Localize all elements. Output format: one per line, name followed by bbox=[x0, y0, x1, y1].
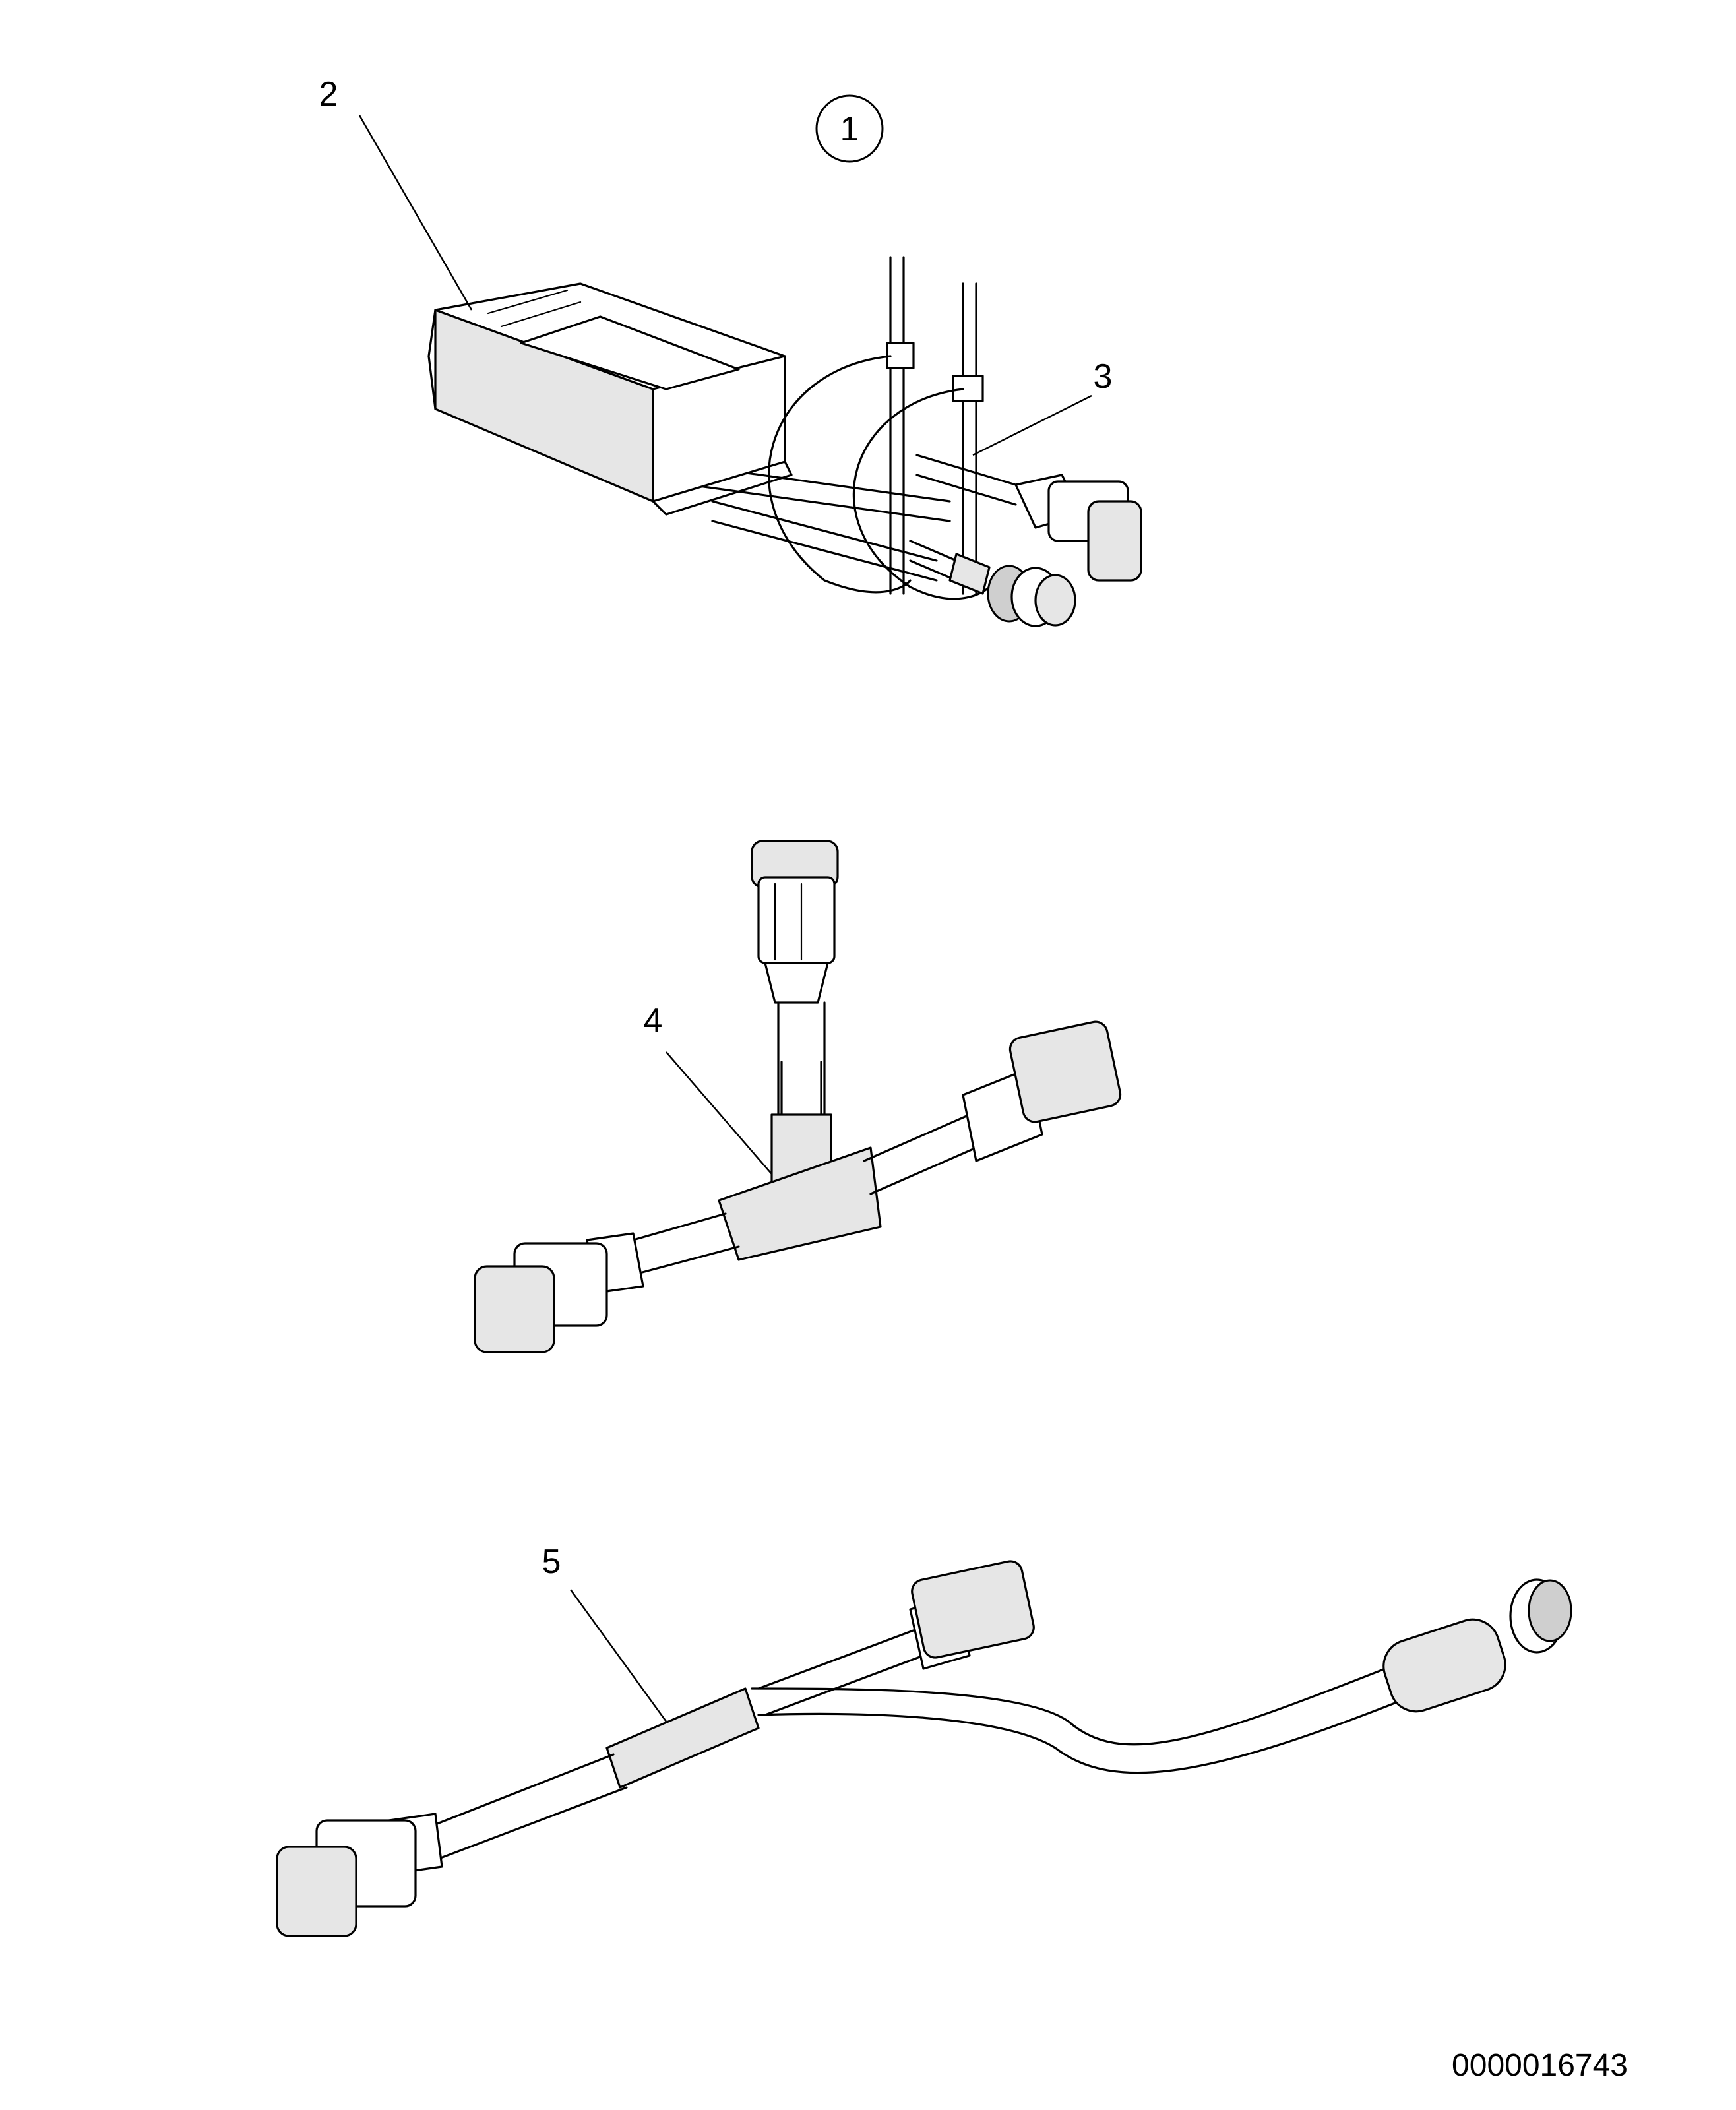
t-harness bbox=[474, 840, 1122, 1353]
callout-3: 3 bbox=[1094, 357, 1113, 396]
callout-1: 1 bbox=[840, 110, 859, 148]
callout-2: 2 bbox=[319, 75, 338, 113]
callout-5: 5 bbox=[542, 1543, 561, 1581]
control-unit-assembly bbox=[427, 256, 1142, 627]
callouts: 1 2 3 4 5 bbox=[319, 75, 1113, 1581]
drawing-number: 0000016743 bbox=[1452, 2048, 1628, 2083]
leader-4 bbox=[666, 1051, 772, 1175]
leader-3 bbox=[972, 394, 1092, 456]
y-harness bbox=[276, 1560, 1572, 1937]
leader-2 bbox=[358, 115, 473, 311]
callout-1-circle bbox=[815, 94, 884, 163]
leader-lines bbox=[358, 115, 1092, 1722]
leader-5 bbox=[569, 1589, 667, 1722]
callout-4: 4 bbox=[644, 1002, 663, 1040]
